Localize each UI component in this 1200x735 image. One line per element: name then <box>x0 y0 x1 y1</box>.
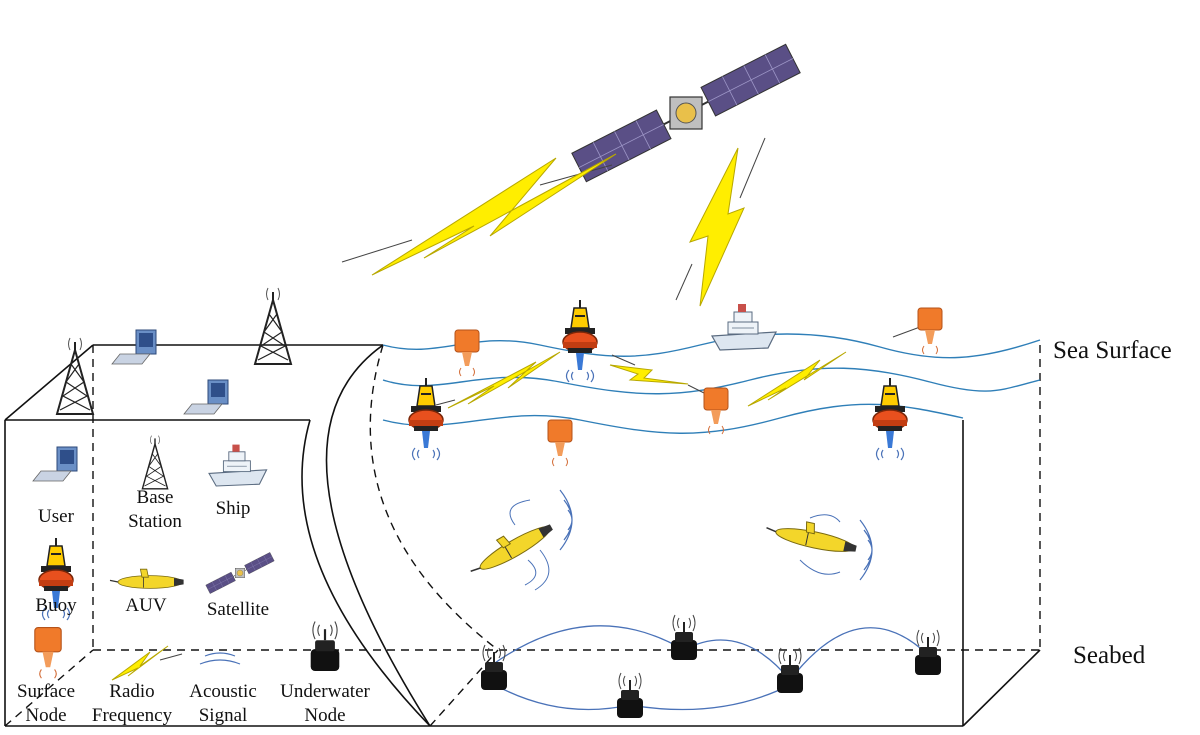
surface-node-icon <box>917 307 943 355</box>
radio-frequency-icon <box>688 147 745 307</box>
surface-node-icon <box>454 329 480 377</box>
legend-acoustic-signal-icon <box>199 652 241 665</box>
legend-label-base-station: Station <box>128 511 182 532</box>
radio-frequency-icon <box>447 351 561 409</box>
acoustic-signal-icon <box>859 519 873 581</box>
user-computer-icon <box>183 379 229 415</box>
buoy-icon <box>408 377 444 461</box>
legend-label-surface-node: Surface <box>17 681 75 702</box>
legend-base-station-icon <box>141 434 169 490</box>
satellite-link-line <box>675 263 693 301</box>
surface-node-icon <box>547 419 573 467</box>
legend-satellite-icon <box>205 552 275 594</box>
radio-frequency-icon <box>609 364 689 385</box>
legend-label-ship: Ship <box>216 498 251 519</box>
legend-label-acoustic-signal: Acoustic <box>189 681 257 702</box>
radio-frequency-icon <box>371 153 617 276</box>
legend-auv-icon <box>109 568 185 590</box>
ocean-box <box>430 420 1041 727</box>
legend-label-satellite: Satellite <box>207 599 269 620</box>
legend-label-buoy: Buoy <box>35 595 77 616</box>
legend-user-icon <box>32 446 78 482</box>
legend-surface-node-icon <box>34 627 62 679</box>
user-computer-icon <box>111 329 157 365</box>
legend-label-underwater-node: Node <box>304 705 345 726</box>
satellite-link-line <box>341 239 413 263</box>
legend-label-auv: AUV <box>125 595 166 616</box>
seabed-links <box>491 625 929 711</box>
legend-label-base-station: Base <box>137 487 174 508</box>
sea-surface-label: Sea Surface <box>1053 337 1172 364</box>
underwater-node-icon <box>670 614 698 661</box>
surface-node-icon <box>703 387 729 435</box>
sea-surface-waves <box>382 333 1041 434</box>
buoy-icon <box>872 377 908 461</box>
legend-underwater-node-icon <box>309 620 341 673</box>
underwater-node-icon <box>480 644 508 691</box>
underwater-node-icon <box>914 629 942 676</box>
legend-label-underwater-node: Underwater <box>280 681 370 702</box>
ship-icon <box>711 303 777 351</box>
legend: User Base Station Ship Buoy AUV Satellit… <box>17 434 371 726</box>
acoustic-signal-icon <box>799 514 841 575</box>
radio-frequency-icon <box>747 351 847 407</box>
legend-label-user: User <box>38 506 75 527</box>
auv-icon <box>763 513 861 558</box>
legend-label-surface-node: Node <box>25 705 66 726</box>
legend-label-acoustic-signal: Signal <box>199 705 248 726</box>
legend-label-radio-frequency: Frequency <box>92 705 173 726</box>
acoustic-signal-icon <box>509 499 531 526</box>
acoustic-signal-icon <box>524 549 550 591</box>
satellite-icon <box>570 43 802 183</box>
buoy-icon <box>562 299 598 383</box>
satellite-link-line <box>539 164 613 186</box>
surface-links <box>435 326 921 406</box>
acoustic-signal-icon <box>559 489 573 551</box>
satellite-link-line <box>739 137 766 199</box>
seabed-label: Seabed <box>1073 642 1146 669</box>
auv-icon <box>462 512 557 581</box>
legend-ship-icon <box>208 444 268 487</box>
legend-radio-frequency-icon <box>111 645 169 681</box>
legend-label-radio-frequency: Radio <box>109 681 154 702</box>
underwater-node-icon <box>616 672 644 719</box>
base-station-icon <box>254 287 292 365</box>
